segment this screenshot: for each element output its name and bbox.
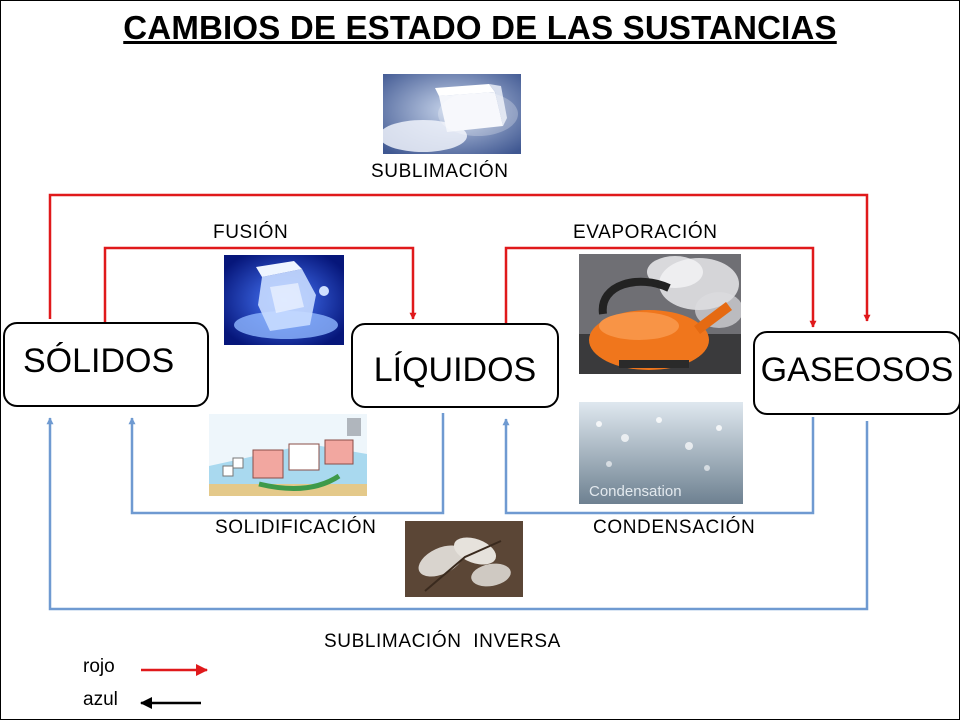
- state-liquids: LÍQUIDOS: [351, 323, 559, 408]
- frost-leaves-photo: [405, 521, 523, 597]
- condensation-arrow: [502, 417, 815, 515]
- legend-red-label: rojo: [83, 656, 115, 677]
- sublimation-arrow: [48, 193, 871, 322]
- fusion-arrow: [103, 246, 417, 322]
- label-condensation: CONDENSACIÓN: [593, 517, 756, 538]
- label-fusion: FUSIÓN: [213, 222, 289, 243]
- label-evaporation: EVAPORACIÓN: [573, 222, 718, 243]
- page-title: CAMBIOS DE ESTADO DE LAS SUSTANCIAS: [123, 9, 837, 46]
- label-sublimation: SUBLIMACIÓN: [371, 161, 509, 182]
- state-gases: GASEOSOS: [753, 331, 959, 415]
- kettle-steam-photo: [579, 254, 741, 374]
- condensation-photo: Condensation: [579, 402, 743, 504]
- condensation-caption: Condensation: [589, 483, 682, 500]
- legend-blue-label: azul: [83, 689, 118, 710]
- evaporation-arrow: [504, 246, 817, 328]
- melting-ice-photo: [224, 255, 344, 345]
- label-inverse-sublimation: SUBLIMACIÓN INVERSA: [324, 631, 561, 652]
- inverse-sublimation-arrow: [46, 417, 869, 611]
- ice-tray-photo: [209, 414, 367, 496]
- solidification-arrow: [128, 413, 445, 515]
- state-solids: SÓLIDOS: [3, 322, 209, 407]
- dry-ice-photo: [383, 74, 521, 154]
- label-solidification: SOLIDIFICACIÓN: [215, 517, 377, 538]
